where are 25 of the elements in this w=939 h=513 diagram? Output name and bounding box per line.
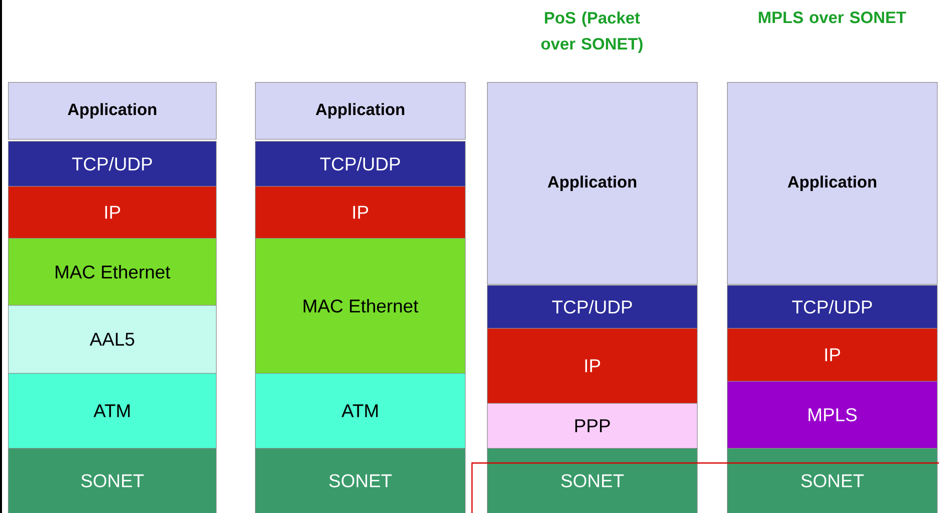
- layer-box: ATM: [8, 373, 217, 449]
- layer-box: MAC Ethernet: [255, 238, 466, 374]
- layer-box: TCP/UDP: [487, 285, 698, 329]
- layer-box: IP: [8, 186, 217, 239]
- layer-box: SONET: [487, 448, 698, 513]
- layer-box: Application: [487, 82, 698, 285]
- layer-box: PPP: [487, 403, 698, 449]
- layer-box: AAL5: [8, 305, 217, 374]
- layer-box: IP: [487, 328, 698, 404]
- layer-box: ATM: [255, 373, 466, 449]
- layer-box: MPLS: [727, 381, 938, 449]
- layer-box: SONET: [255, 448, 466, 513]
- layer-box: IP: [255, 186, 466, 239]
- layer-box: MAC Ethernet: [8, 238, 217, 306]
- layer-box: SONET: [727, 448, 938, 513]
- layer-box: TCP/UDP: [8, 141, 217, 187]
- layer-box: TCP/UDP: [255, 141, 466, 187]
- layer-box: SONET: [8, 448, 217, 513]
- layer-box: Application: [255, 82, 466, 140]
- layer-box: Application: [8, 82, 217, 140]
- column-title: MPLS over SONET: [758, 12, 906, 24]
- column-title: PoS (Packet over SONET): [541, 12, 643, 53]
- layer-box: TCP/UDP: [727, 285, 938, 329]
- layer-box: Application: [727, 82, 938, 285]
- layer-box: IP: [727, 328, 938, 382]
